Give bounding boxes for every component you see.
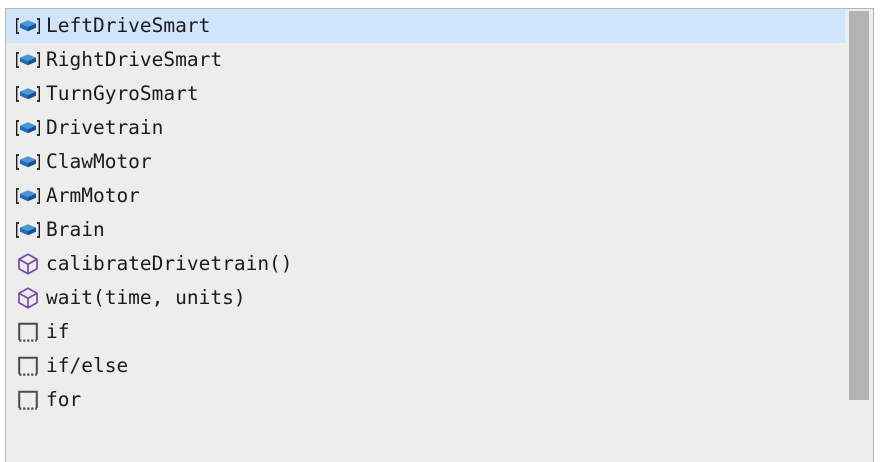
list-item-label: ArmMotor <box>46 184 140 207</box>
list-item[interactable]: calibrateDrivetrain() <box>6 247 845 281</box>
bracketed-blue-cube-icon <box>15 151 41 173</box>
bracketed-blue-cube-icon <box>15 83 41 105</box>
list-item[interactable]: if/else <box>6 349 845 383</box>
list-item-label: for <box>46 388 82 411</box>
list-item[interactable]: RightDriveSmart <box>6 43 845 77</box>
bracketed-blue-cube-icon <box>15 15 41 37</box>
vertical-scrollbar-track[interactable] <box>845 9 873 462</box>
bracketed-blue-cube-icon <box>15 185 41 207</box>
list-item-label: wait(time, units) <box>46 286 246 309</box>
list-item[interactable]: Brain <box>6 213 845 247</box>
vertical-scrollbar-thumb[interactable] <box>849 11 869 400</box>
purple-cube-outline-icon <box>15 253 41 275</box>
purple-cube-outline-icon <box>15 287 41 309</box>
list-item[interactable]: Drivetrain <box>6 111 845 145</box>
list-item[interactable]: ClawMotor <box>6 145 845 179</box>
list-item-label: ClawMotor <box>46 150 152 173</box>
list-item[interactable]: for <box>6 383 845 417</box>
list-item-label: RightDriveSmart <box>46 48 223 71</box>
list-item[interactable]: if <box>6 315 845 349</box>
list-item-label: TurnGyroSmart <box>46 82 199 105</box>
list-item[interactable]: wait(time, units) <box>6 281 845 315</box>
list-item-label: calibrateDrivetrain() <box>46 252 293 275</box>
list-item[interactable]: ArmMotor <box>6 179 845 213</box>
list-item-label: Brain <box>46 218 105 241</box>
dotted-bottom-square-icon <box>15 389 41 411</box>
bracketed-blue-cube-icon <box>15 49 41 71</box>
list-item-label: Drivetrain <box>46 116 164 139</box>
list-item-label: if <box>46 320 70 343</box>
list-item[interactable]: LeftDriveSmart <box>6 9 845 43</box>
list-item[interactable]: TurnGyroSmart <box>6 77 845 111</box>
bracketed-blue-cube-icon <box>15 219 41 241</box>
dotted-bottom-square-icon <box>15 321 41 343</box>
bracketed-blue-cube-icon <box>15 117 41 139</box>
list-item-label: LeftDriveSmart <box>46 14 211 37</box>
dotted-bottom-square-icon <box>15 355 41 377</box>
list-item-label: if/else <box>46 354 129 377</box>
